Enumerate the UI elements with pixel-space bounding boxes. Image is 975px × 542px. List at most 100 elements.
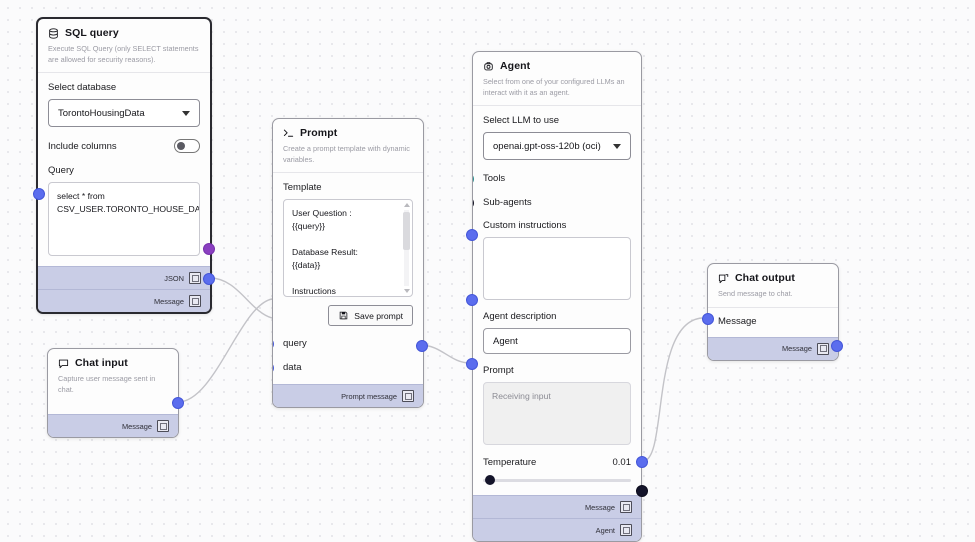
node-agent[interactable]: Agent Select from one of your configured… <box>472 51 642 542</box>
agent-message-port[interactable] <box>636 456 648 468</box>
output-agent-label: Agent <box>595 525 615 535</box>
template-input[interactable]: User Question : {{query}} Database Resul… <box>283 199 413 298</box>
agent-description-label: Agent description <box>483 311 557 323</box>
agent-input-tools[interactable]: Tools <box>473 171 631 186</box>
chat-output-message-input-port[interactable] <box>702 313 714 325</box>
sql-query-json-port[interactable] <box>203 243 215 255</box>
output-pin-icon <box>157 420 169 433</box>
prompt-body: Template User Question : {{query}} Datab… <box>273 173 423 384</box>
output-json-label: JSON <box>164 273 184 283</box>
agent-output-agent[interactable]: Agent <box>473 518 641 542</box>
scroll-down-icon[interactable] <box>404 289 410 294</box>
save-prompt-button[interactable]: Save prompt <box>328 305 413 327</box>
prompt-input-query-label: query <box>283 337 307 349</box>
query-label: Query <box>48 165 74 177</box>
output-pin-icon <box>402 390 414 403</box>
agent-body: Select LLM to use openai.gpt-oss-120b (o… <box>473 106 641 495</box>
temperature-row: Temperature 0.01 <box>483 457 631 468</box>
agent-description-input[interactable]: Agent <box>483 328 631 355</box>
chat-input-spacer <box>48 402 178 414</box>
chat-output-icon <box>718 273 729 284</box>
chat-input-title: Chat input <box>75 357 128 369</box>
edge-sql-message-to-prompt-data <box>209 277 273 319</box>
agent-title: Agent <box>500 60 531 72</box>
prompt-header: Prompt Create a prompt template with dyn… <box>273 119 423 172</box>
chat-input-description: Capture user message sent in chat. <box>58 374 156 394</box>
include-columns-row: Include columns <box>48 139 200 154</box>
chevron-down-icon <box>613 143 621 149</box>
node-prompt[interactable]: Prompt Create a prompt template with dyn… <box>272 118 424 409</box>
output-pin-icon <box>817 342 829 355</box>
output-message-label: Message <box>154 296 184 306</box>
scroll-up-icon[interactable] <box>404 203 410 208</box>
sql-query-message-port[interactable] <box>203 273 215 285</box>
save-prompt-label: Save prompt <box>354 310 403 321</box>
input-port-dot[interactable] <box>273 338 274 351</box>
robot-icon <box>483 61 494 72</box>
prompt-input-data-label: data <box>283 361 302 373</box>
agent-description-text: Select from one of your configured LLMs … <box>483 77 625 97</box>
agent-custom-instructions-port[interactable] <box>466 229 478 241</box>
sql-query-output-message[interactable]: Message <box>38 289 210 313</box>
node-chat-input[interactable]: Chat input Capture user message sent in … <box>47 348 179 439</box>
agent-description-port[interactable] <box>466 294 478 306</box>
scrollbar-thumb[interactable] <box>403 212 410 251</box>
agent-prompt-input[interactable]: Receiving input <box>483 382 631 446</box>
include-columns-toggle[interactable] <box>174 139 200 154</box>
prompt-input-data[interactable]: data <box>273 360 413 375</box>
custom-instructions-input[interactable] <box>483 237 631 301</box>
divider <box>273 172 423 174</box>
prompt-title: Prompt <box>300 127 338 139</box>
sql-query-output-json[interactable]: JSON <box>38 266 210 290</box>
template-scrollbar[interactable] <box>403 203 410 294</box>
save-icon <box>338 310 349 321</box>
chat-output-message-label: Message <box>718 315 757 327</box>
sql-query-input-port[interactable] <box>33 188 45 200</box>
slider-track[interactable] <box>483 479 631 483</box>
chat-output-description: Send message to chat. <box>718 289 793 298</box>
sql-query-description: Execute SQL Query (only SELECT statement… <box>48 44 199 64</box>
chat-input-header: Chat input Capture user message sent in … <box>48 349 178 402</box>
chat-output-title: Chat output <box>735 272 795 284</box>
llm-select-value: openai.gpt-oss-120b (oci) <box>493 140 601 152</box>
prompt-message-port[interactable] <box>416 340 428 352</box>
agent-prompt-label: Prompt <box>483 365 514 377</box>
select-llm-label: Select LLM to use <box>483 115 560 127</box>
tools-port-dot[interactable] <box>473 173 474 186</box>
database-icon <box>48 27 59 39</box>
agent-input-sub-agents[interactable]: Sub-agents <box>473 195 631 210</box>
prompt-input-query[interactable]: query <box>273 336 413 351</box>
output-pin-icon <box>189 272 201 285</box>
edge-agent-message-to-chat-output <box>642 317 703 462</box>
node-chat-output[interactable]: Chat output Send message to chat. Messag… <box>707 263 839 361</box>
agent-prompt-port[interactable] <box>466 358 478 370</box>
chat-output-message-port[interactable] <box>831 340 843 352</box>
input-port-dot[interactable] <box>273 362 274 375</box>
chevron-down-icon <box>182 110 190 116</box>
agent-tools-label: Tools <box>483 172 506 184</box>
chat-bubble-icon <box>58 358 69 369</box>
output-message-label: Message <box>585 502 615 512</box>
terminal-icon <box>283 128 294 139</box>
temperature-slider[interactable] <box>483 475 631 486</box>
prompt-output-message[interactable]: Prompt message <box>273 384 423 408</box>
output-message-label: Message <box>782 344 812 354</box>
llm-select[interactable]: openai.gpt-oss-120b (oci) <box>483 132 631 161</box>
agent-agent-port[interactable] <box>636 485 648 497</box>
query-input[interactable]: select * from CSV_USER.TORONTO_HOUSE_DAT… <box>48 182 200 257</box>
agent-sub-agents-label: Sub-agents <box>483 196 532 208</box>
sub-agents-port-dot[interactable] <box>473 197 474 210</box>
node-sql-query[interactable]: SQL query Execute SQL Query (only SELECT… <box>36 17 212 315</box>
output-prompt-message-label: Prompt message <box>341 391 397 401</box>
agent-output-message[interactable]: Message <box>473 495 641 519</box>
chat-input-output-message[interactable]: Message <box>48 414 178 438</box>
sql-query-header: SQL query Execute SQL Query (only SELECT… <box>38 19 210 72</box>
chat-output-output-message[interactable]: Message <box>708 336 838 360</box>
slider-knob[interactable] <box>485 475 495 486</box>
temperature-label: Temperature <box>483 457 537 469</box>
chat-input-title-row: Chat input <box>58 357 168 369</box>
database-select[interactable]: TorontoHousingData <box>48 99 200 128</box>
chat-input-message-port[interactable] <box>172 397 184 409</box>
sql-query-title: SQL query <box>65 27 119 39</box>
